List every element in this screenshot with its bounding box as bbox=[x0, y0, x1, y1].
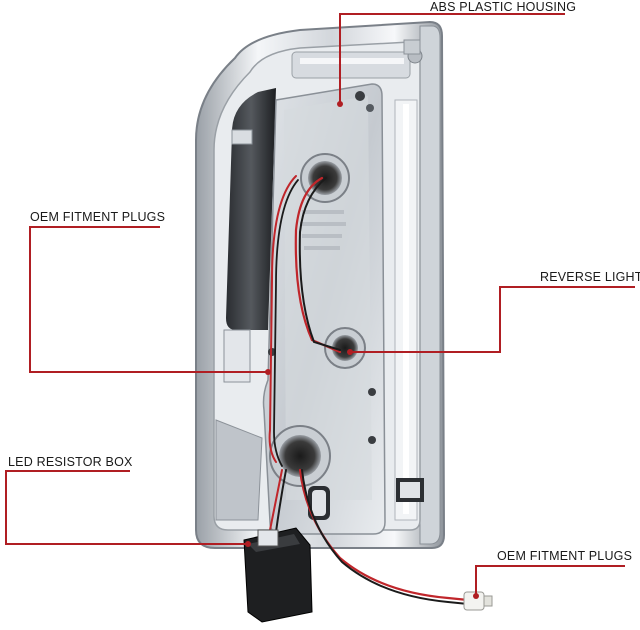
lower-bulb-socket bbox=[269, 425, 331, 520]
wiring-harness bbox=[268, 175, 470, 605]
abs-plastic-housing-label: ABS PLASTIC HOUSING bbox=[430, 0, 577, 14]
led-resistor-box-label: LED RESISTOR BOX bbox=[8, 455, 133, 469]
callout-leaders bbox=[5, 13, 635, 596]
oem-fitment-plug-bottom bbox=[463, 591, 493, 611]
oem-fitment-plugs-bottom-label: OEM FITMENT PLUGS bbox=[497, 549, 633, 563]
mounting-plate bbox=[262, 83, 386, 535]
led-resistor-box bbox=[243, 527, 313, 623]
reverse-light-label: REVERSE LIGHT bbox=[540, 270, 640, 284]
callout-endpoints bbox=[245, 101, 479, 599]
oem-fitment-plugs-top-label: OEM FITMENT PLUGS bbox=[30, 210, 166, 224]
